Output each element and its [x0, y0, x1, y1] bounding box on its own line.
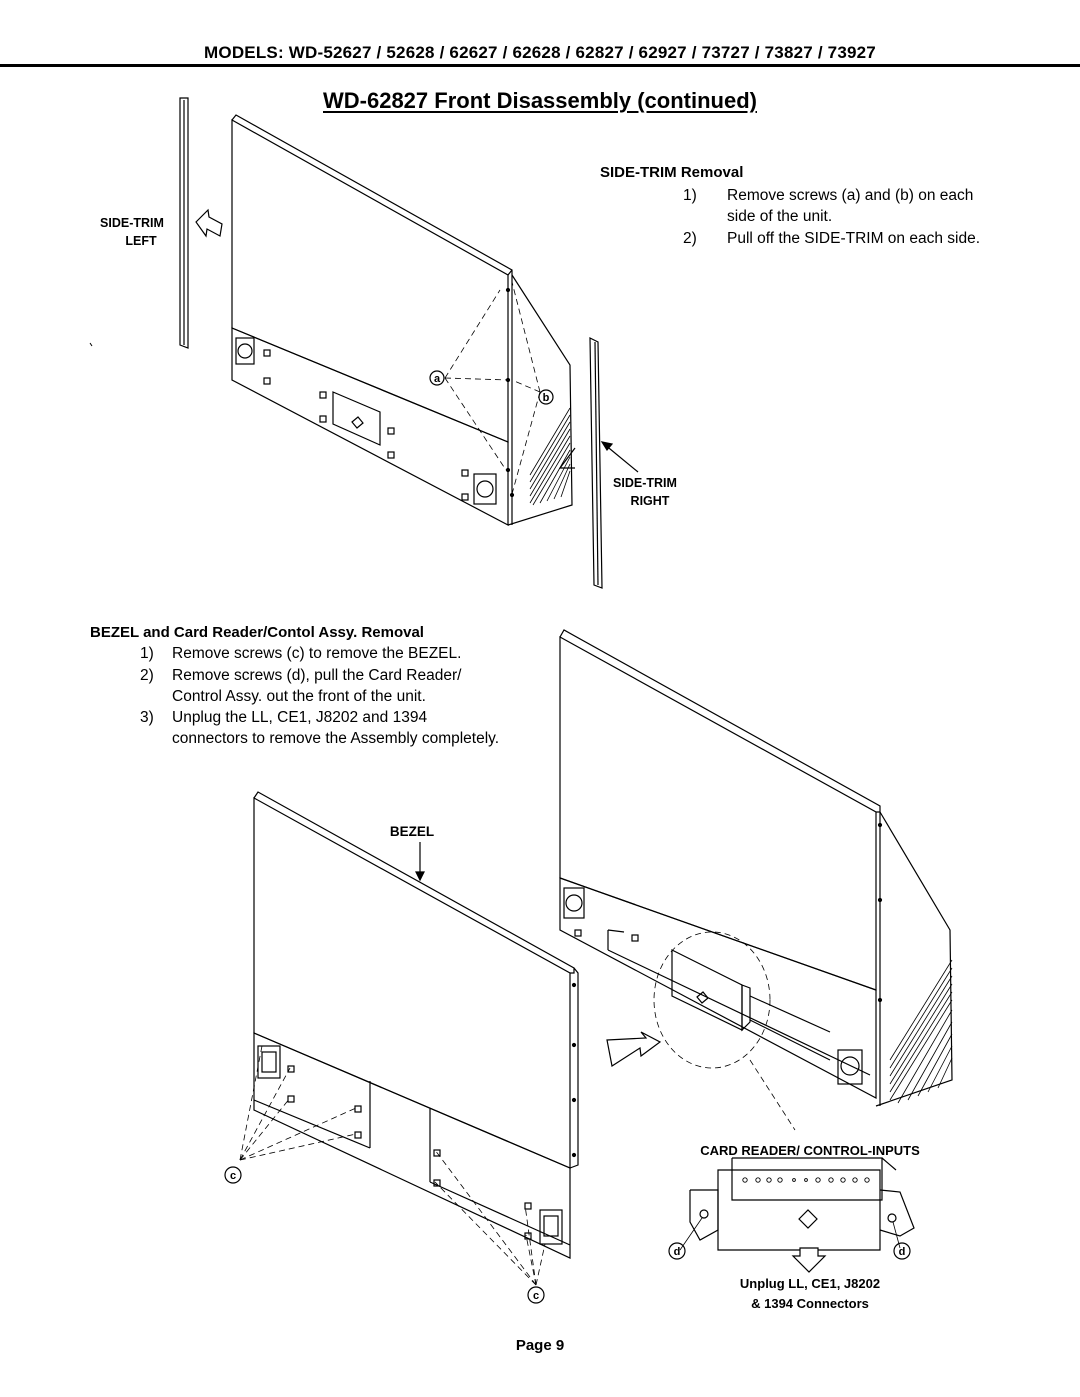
step-text: connectors to remove the Assembly comple… [172, 730, 500, 747]
screw-d-callout [668, 1242, 686, 1260]
header-rule [0, 64, 1080, 67]
side-trim-left-part [179, 97, 189, 349]
bezel-illustration [239, 791, 579, 1286]
side-trim-heading: SIDE-TRIM Removal [600, 164, 744, 181]
step-number: 1) [140, 645, 154, 662]
card-reader-label: CARD READER/ CONTROL-INPUTS [700, 1143, 920, 1158]
step-number: 2) [683, 230, 697, 247]
screw-b-letter: b [543, 392, 550, 404]
screw-c-letter: c [230, 1170, 236, 1182]
step-number: 2) [140, 667, 154, 684]
tv-top-illustration [231, 114, 576, 526]
screw-c-callout [527, 1286, 545, 1304]
screw-d-callout [893, 1242, 911, 1260]
screw-d-letter: d [899, 1246, 906, 1258]
bezel-label: BEZEL [389, 824, 435, 839]
page-number: Page 9 [515, 1337, 565, 1354]
bezel-step-3: 3) Unplug the LL, CE1, J8202 and 1394 co… [140, 707, 560, 749]
label-line: LEFT [125, 234, 157, 248]
step-text: Remove screws (a) and (b) on each [727, 187, 974, 204]
bezel-step-2: 2) Remove screws (d), pull the Card Read… [140, 665, 560, 707]
label-line: RIGHT [630, 494, 670, 508]
arrow-left-icon [195, 208, 223, 238]
screw-d-letter: d [674, 1246, 681, 1258]
side-trim-right-label: SIDE-TRIM RIGHT [600, 474, 690, 510]
step-text: Pull off the SIDE-TRIM on each side. [727, 230, 980, 247]
step-number: 1) [683, 187, 697, 204]
step-text: Remove screws (d), pull the Card Reader/ [172, 667, 462, 684]
step-number: 3) [140, 709, 154, 726]
screw-a-callout [429, 370, 445, 386]
arrow-pull-icon [606, 1031, 662, 1067]
screw-c-callout [224, 1166, 242, 1184]
step-text: Unplug the LL, CE1, J8202 and 1394 [172, 709, 428, 726]
unplug-label: Unplug LL, CE1, J8202 & 1394 Connectors [700, 1274, 920, 1314]
screw-c-letter: c [533, 1290, 539, 1302]
label-line: SIDE-TRIM [613, 476, 677, 490]
step-text: side of the unit. [727, 208, 833, 225]
side-trim-step-1: 1) Remove screws (a) and (b) on each sid… [683, 185, 1043, 227]
step-text: Control Assy. out the front of the unit. [172, 688, 426, 705]
card-reader-detail [679, 1157, 915, 1273]
bezel-heading: BEZEL and Card Reader/Contol Assy. Remov… [90, 624, 424, 641]
side-trim-step-2: 2) Pull off the SIDE-TRIM on each side. [683, 228, 1043, 249]
step-text: Remove screws (c) to remove the BEZEL. [172, 645, 462, 662]
side-trim-right-part [589, 337, 603, 589]
side-trim-left-label: SIDE-TRIM LEFT [92, 214, 172, 250]
screw-a-letter: a [434, 373, 441, 385]
tv-bottom-illustration [559, 629, 953, 1131]
models-header: MODELS: WD-52627 / 52628 / 62627 / 62628… [204, 43, 876, 62]
bezel-step-1: 1) Remove screws (c) to remove the BEZEL… [140, 643, 560, 664]
page-title: WD-62827 Front Disassembly (continued) [323, 88, 757, 113]
screw-b-callout [538, 389, 554, 405]
label-line: SIDE-TRIM [100, 216, 164, 230]
label-line: Unplug LL, CE1, J8202 [739, 1276, 881, 1291]
arrow-down-icon [791, 1247, 827, 1273]
label-line: & 1394 Connectors [751, 1296, 869, 1311]
